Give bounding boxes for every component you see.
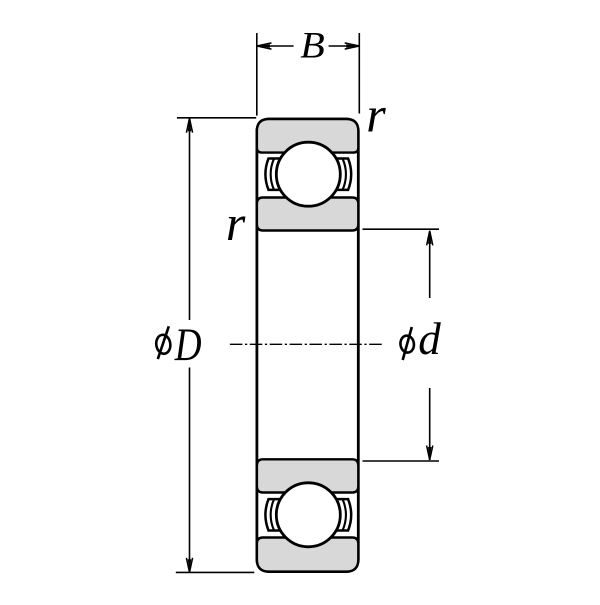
svg-text:B: B: [300, 25, 325, 66]
svg-text:r: r: [226, 195, 246, 251]
svg-text:D: D: [174, 319, 202, 371]
svg-text:d: d: [418, 314, 441, 364]
svg-text:r: r: [366, 87, 386, 143]
